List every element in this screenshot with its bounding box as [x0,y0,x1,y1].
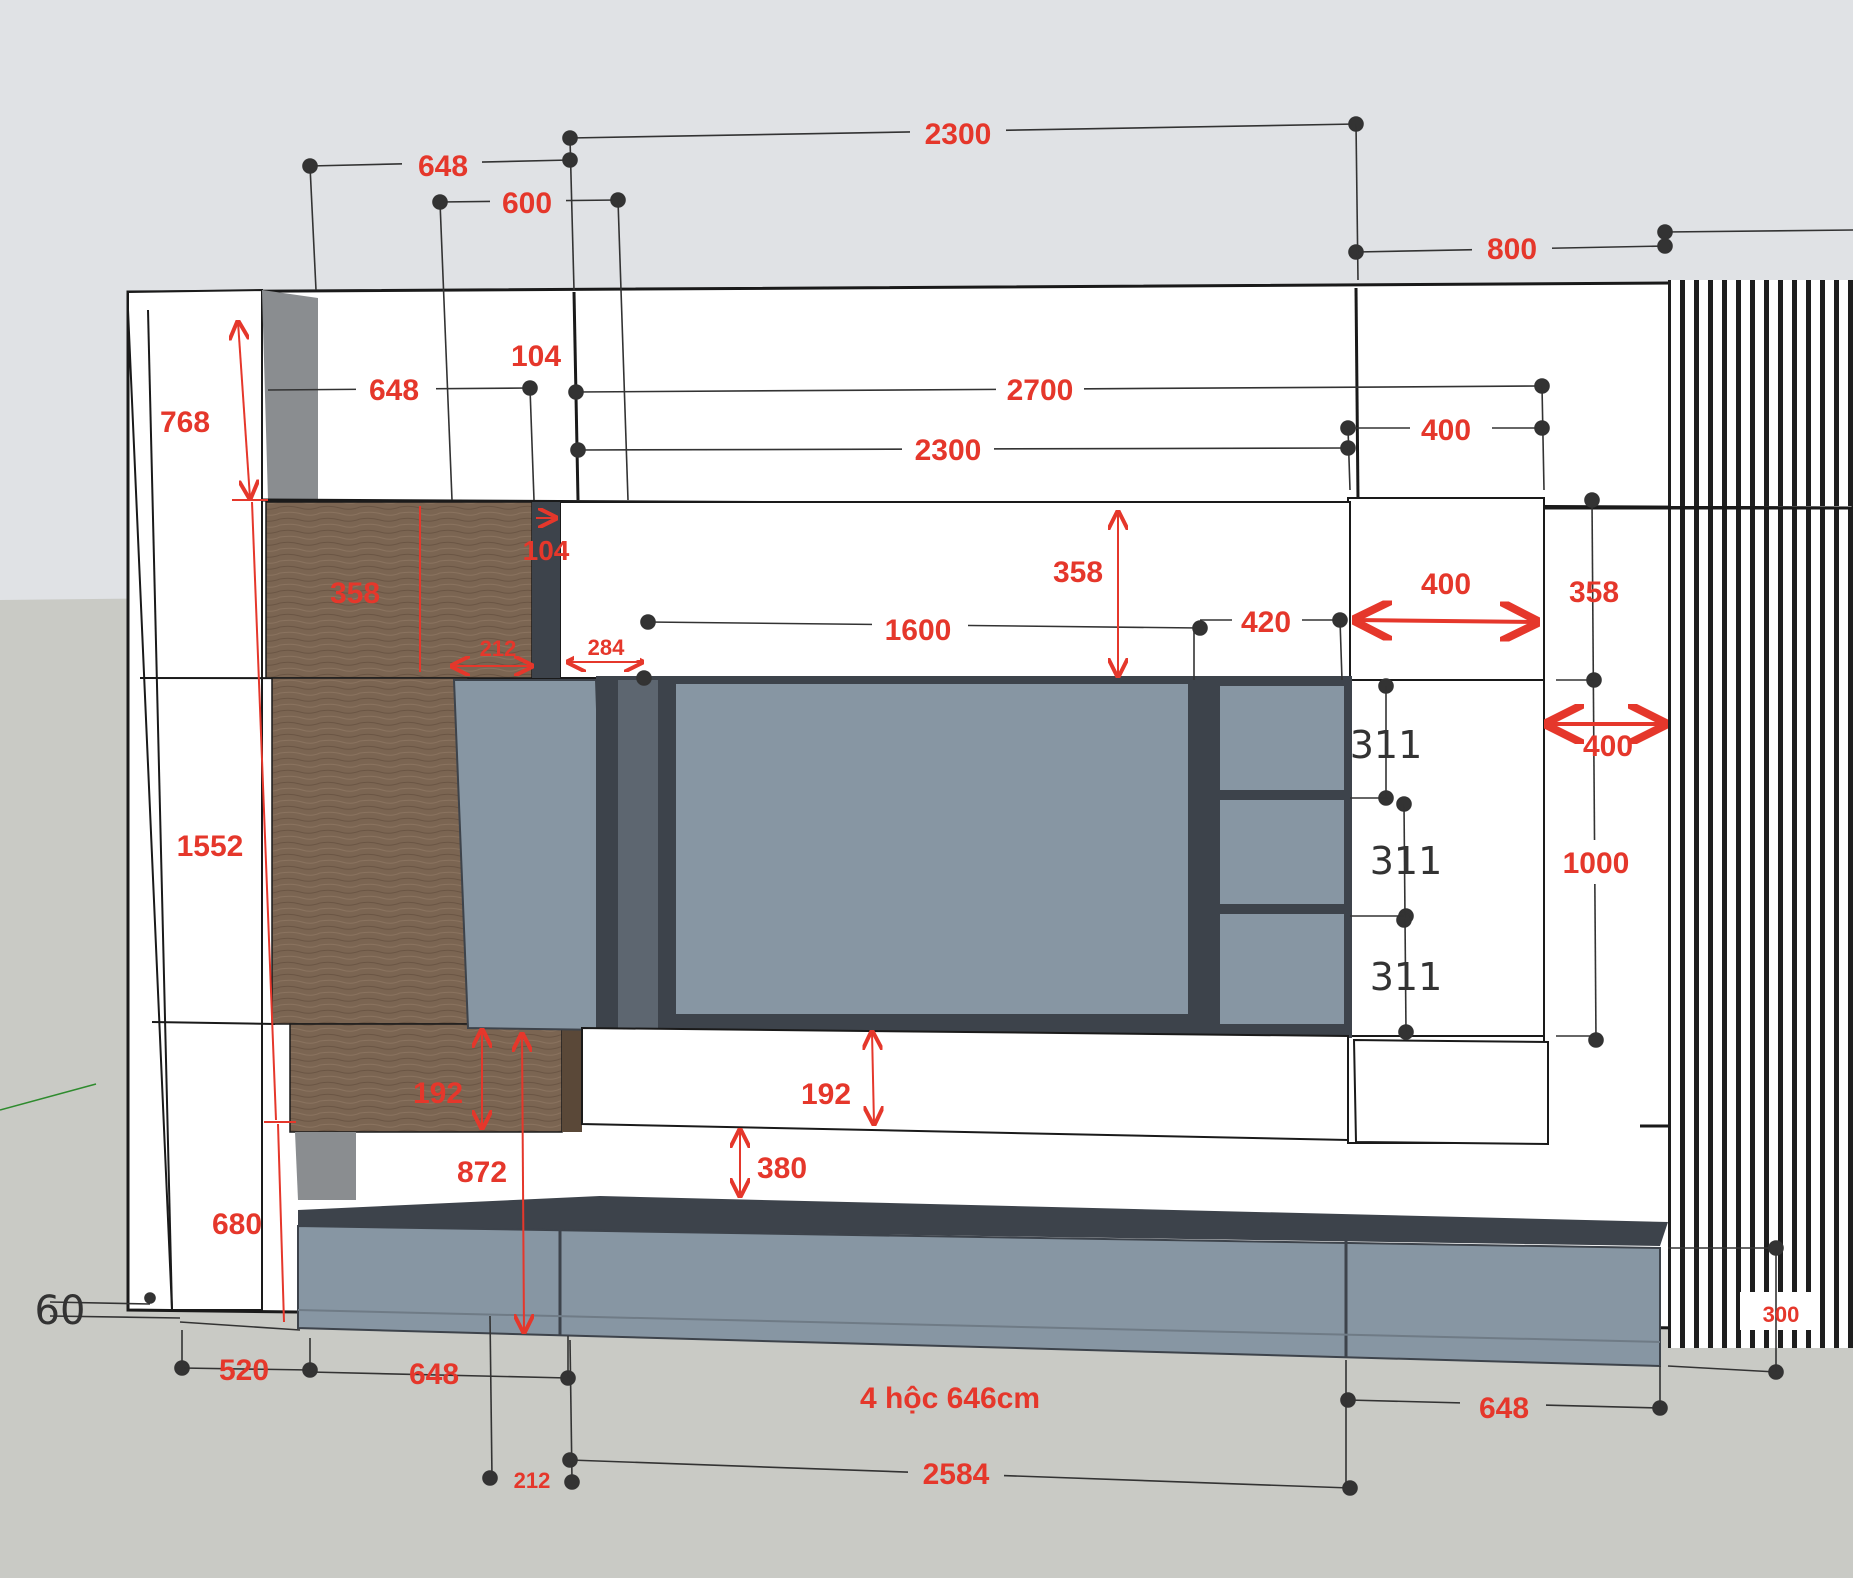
slate-sliding-door [452,679,610,1032]
wood-lower-edge [562,1024,582,1132]
panel-line [151,1021,276,1025]
dim-bottom-60: 60 [35,1288,86,1334]
dim-left-680: 680 [212,1208,262,1241]
wood-edge-strip [532,502,560,678]
red-measure-lines [232,322,1664,1332]
dim-lower-380: 380 [757,1152,807,1185]
drawers-note: 4 hộc 646cm [860,1382,1040,1415]
dim-shelf-311-b: 311 [1370,839,1443,883]
label-tag [1740,1292,1820,1330]
dim-lower-872: 872 [457,1156,507,1189]
dim-bottom-2584: 2584 [923,1458,990,1491]
dim-upper-648: 648 [369,374,419,407]
dimension-lines [49,116,1853,1496]
dim-bottom-300: 300 [1763,1302,1800,1327]
wood-middle-panel [271,677,469,1025]
dim-bottom-648-right: 648 [1479,1392,1529,1425]
dim-bottom-520: 520 [219,1354,269,1387]
drawer-unit-top [298,1196,1668,1246]
dim-shelf-311-a: 311 [1350,723,1423,767]
dim-gap-284: 284 [588,635,625,660]
left-column-side [262,290,318,500]
dim-right-400-arrow: 400 [1421,568,1471,601]
dim-upper-400: 400 [1421,414,1471,447]
slat-panel-lower [1668,508,1853,1348]
dim-right-420: 420 [1241,606,1291,639]
dim-top-600: 600 [502,187,552,220]
dim-lower-192-center: 192 [801,1078,851,1111]
lower-white-panel [581,1026,1349,1142]
left-tall-column [127,288,263,1311]
dimension-labels: 2300 648 600 800 648 104 2700 2300 400 7… [35,115,1800,1493]
dim-left-1552: 1552 [177,830,244,863]
dim-center-358: 358 [1053,556,1103,589]
center-back-panel [559,501,1351,679]
left-lower-recess [295,1132,356,1200]
dim-top-648: 648 [418,150,468,183]
dim-lower-192-left: 192 [413,1077,463,1110]
dim-upper-104: 104 [511,340,561,373]
shelf-bay [1220,800,1344,904]
dim-top-2300: 2300 [925,118,992,151]
dim-left-768: 768 [160,406,210,439]
dim-right-358: 358 [1569,576,1619,609]
shelf-bay [1220,914,1344,1024]
dim-far-400-arrow: 400 [1583,730,1633,763]
dim-tv-1600: 1600 [885,614,952,647]
shelf-bay [1220,686,1344,790]
dim-upper-2700: 2700 [1007,374,1074,407]
dim-wood-212: 212 [480,636,517,661]
dim-bottom-212: 212 [514,1468,551,1493]
lower-right-panel [1352,1038,1549,1146]
dim-bottom-648-left: 648 [409,1358,459,1391]
tv-niche-panel [676,684,1188,1014]
panel-line [147,309,173,1311]
panel-line [1354,287,1360,501]
axis-line [0,1083,97,1111]
dim-shelf-311-c: 311 [1370,955,1443,999]
dim-wood-104: 104 [523,535,570,566]
dim-top-800: 800 [1487,233,1537,266]
slate-door-edge [618,680,658,1032]
slat-panel-upper [1668,280,1853,506]
dim-wood-358: 358 [330,577,380,610]
dim-upper-2300: 2300 [915,434,982,467]
dim-right-1000: 1000 [1563,847,1630,880]
